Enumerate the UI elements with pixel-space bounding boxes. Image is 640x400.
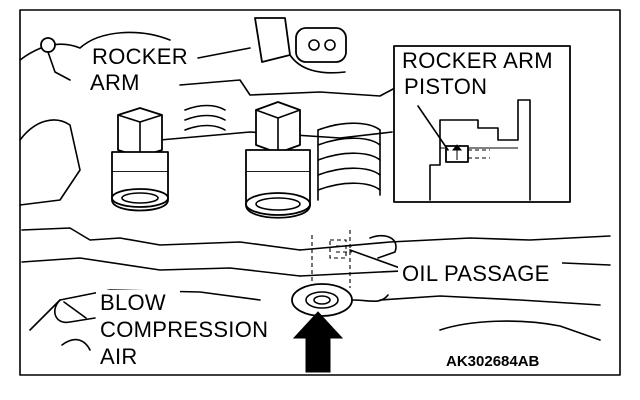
head-contour-left [19,119,81,206]
up-arrow-icon [292,311,344,373]
top-left-stud [40,37,71,81]
valve-spring-left [317,122,381,201]
engine-illustration [19,17,611,351]
label-halo [398,48,568,72]
rocker-shaft-edge-lower [21,257,301,277]
label-blow-line1: BLOW [100,290,166,315]
up-arrow-icon [451,144,463,160]
label-rocker-arm-line2: ARM [90,70,140,95]
label-rocker-arm-line1: ROCKER [92,44,188,69]
label-halo [96,290,180,314]
flange-line-top [179,79,396,97]
label-halo [86,70,154,94]
lower-left-bracket [54,299,96,351]
valve-spring-small [184,104,226,131]
head-contour-top [19,31,171,61]
label-halo [88,44,196,68]
left-bolt [111,107,169,173]
label-halo [398,260,562,286]
leader-rocker-arm [197,47,251,59]
oil-passage-fitting [311,230,397,290]
top-connector [254,17,347,74]
lower-right-contour [439,320,601,341]
rocker-shaft-edge-upper [21,227,301,251]
inset-piston-outline [429,99,531,201]
label-rocker-arm-piston-line1: ROCKER ARM [402,48,553,73]
inset-oil-channel [468,149,490,159]
label-halo [96,316,292,342]
lower-right-edge [379,295,601,306]
rocker-shaft-edge-right-upper [299,235,611,251]
center-lifter [245,172,311,219]
label-oil-passage: OIL PASSAGE [402,261,550,286]
left-lifter [111,172,169,212]
label-blow-line3: AIR [100,344,138,369]
leader-oil-passage [349,249,401,269]
label-blow-line2: COMPRESSION [100,317,268,342]
label-halo [96,344,156,368]
label-rocker-arm-piston-line2: PISTON [404,74,487,99]
figure-code: AK302684AB [446,353,540,370]
leader-blow-air [63,301,87,319]
leader-rocker-arm-piston [417,105,449,151]
center-bolt [245,101,311,173]
figure-frame [19,9,621,376]
air-inlet-ring [291,283,389,317]
label-halo [400,74,496,98]
